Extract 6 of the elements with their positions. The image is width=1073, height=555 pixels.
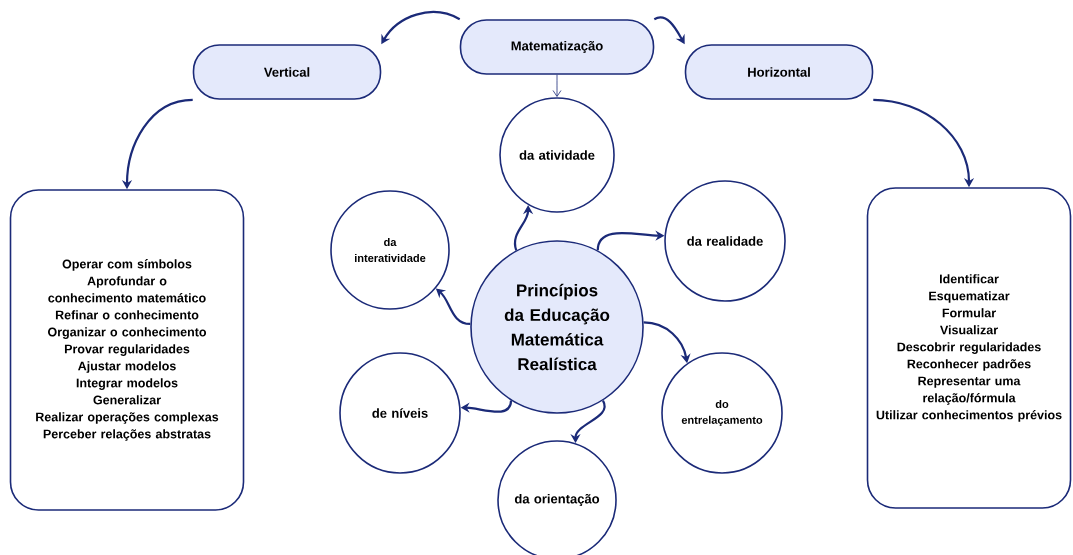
pill-box: Vertical [192,44,382,100]
list-box: Identificar Esquematizar Formular Visualizar Descobrir regularidades Reconhecer padrões Representar uma relação/fórmula Utilizar conhecimentos prévios [866,187,1072,509]
pill-box: Horizontal [684,44,874,100]
arrow [552,74,562,97]
pill-box: Matematização [459,19,655,75]
list-box: Operar com símbolos Aprofundar o conhecimento matemático Refinar o conhecimento Organizar o conhecimento Provar regularidades Ajustar modelos Integrar modelos Generalizar Realizar operações complexas Perceber relações abstratas [9,189,245,511]
